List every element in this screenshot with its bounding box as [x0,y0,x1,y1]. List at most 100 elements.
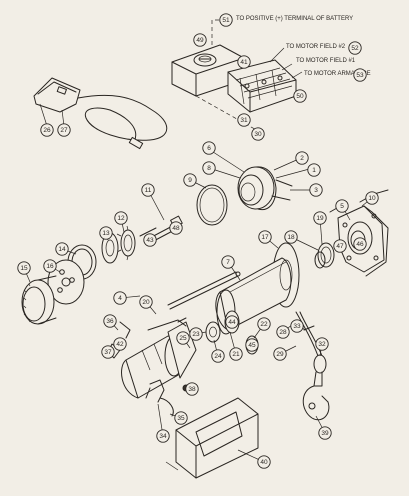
callout-number: 19 [316,215,324,222]
callout-number: 16 [46,263,54,270]
callout-33: 33 [290,319,304,333]
callout-number: 5 [340,203,344,210]
thrust-washer [314,251,326,269]
callout-number: 29 [276,351,284,358]
callout-31: 31 [237,113,251,127]
callout-number: 7 [226,259,230,266]
callout-circle [99,226,113,240]
callout-3: 3 [309,183,323,197]
callout-circle [251,127,265,141]
callout-circle [307,163,321,177]
callout-circle [353,237,367,251]
callout-8: 8 [202,161,216,175]
callout-circle [114,211,128,225]
callout-circle [101,345,115,359]
gasket-ring [196,184,228,226]
callout-36: 36 [103,314,117,328]
tie-rod [167,271,237,306]
leader-box-30 [195,95,261,133]
electric-motor [107,319,197,399]
bushing-ring [317,242,335,268]
callout-38: 38 [185,382,199,396]
callout-number: 45 [248,342,256,349]
callout-32: 32 [315,337,329,351]
callout-number: 48 [172,225,180,232]
callout-number: 42 [116,341,124,348]
callout-40: 40 [257,455,271,469]
leader-motor-wires [269,47,303,79]
callout-circle [313,211,327,225]
callout-28: 28 [276,325,290,339]
callout-number: 12 [117,215,125,222]
callout-circle [225,315,239,329]
callout-number: 1 [312,167,316,174]
callout-6: 6 [202,141,216,155]
callout-circle [284,230,298,244]
callout-number: 40 [260,459,268,466]
cable-drum [215,242,300,335]
callout-circle [295,151,309,165]
note-battery-positive: TO POSITIVE (+) TERMINAL OF BATTERY [236,16,353,22]
callout-1: 1 [307,163,321,177]
callout-number: 21 [232,351,240,358]
callout-circle [245,338,259,352]
callout-circle [202,141,216,155]
callout-46: 46 [353,237,367,251]
callout-number: 4 [118,295,122,302]
callout-circle [17,261,31,275]
callout-circle [43,259,57,273]
callout-circle [156,429,170,443]
callout-number: 31 [240,117,248,124]
callout-25: 25 [176,331,190,345]
callout-44: 44 [225,315,239,329]
solenoid-assembly [227,59,297,113]
callout-number: 24 [214,353,222,360]
wire-rope-hook [295,311,330,421]
callout-50: 50 [293,89,307,103]
callout-circle [237,113,251,127]
callout-11: 11 [141,183,155,197]
callout-number: 38 [188,386,196,393]
callout-number: 2 [300,155,304,162]
callout-circle [229,347,243,361]
callout-37: 37 [101,345,115,359]
callout-number: 43 [146,237,154,244]
callout-53: 53 [353,68,367,82]
callout-circle [290,319,304,333]
callout-15: 15 [17,261,31,275]
callout-number: 27 [60,127,68,134]
callout-number: 9 [188,177,192,184]
callout-19: 19 [313,211,327,225]
note-motor-field-2: TO MOTOR FIELD #2 [286,44,346,50]
callout-number: 6 [207,145,211,152]
callout-23: 23 [189,327,203,341]
callout-12: 12 [114,211,128,225]
callout-number: 15 [20,265,28,272]
callout-number: 23 [192,331,200,338]
callout-52: 52 [348,41,362,55]
callout-circle [221,255,235,269]
callout-circle [309,183,323,197]
callout-circle [139,295,153,309]
callout-circle [183,173,197,187]
roller-fairlead [165,397,259,479]
callout-51: 51 [219,13,233,27]
callout-circle [55,242,69,256]
callout-number: 17 [261,234,269,241]
callout-number: 35 [177,415,185,422]
callout-circle [113,291,127,305]
callout-circle [348,41,362,55]
wiring-notes: TO POSITIVE (+) TERMINAL OF BATTERY TO M… [236,16,371,77]
callout-circle [315,337,329,351]
callout-45: 45 [245,338,259,352]
callout-number: 49 [196,37,204,44]
callout-circle [103,314,117,328]
callout-4: 4 [113,291,127,305]
callout-circle [257,317,271,331]
callout-circle [143,233,157,247]
callout-circle [237,55,251,69]
note-motor-armature: TO MOTOR ARMATURE [304,71,371,77]
callout-circle [176,331,190,345]
